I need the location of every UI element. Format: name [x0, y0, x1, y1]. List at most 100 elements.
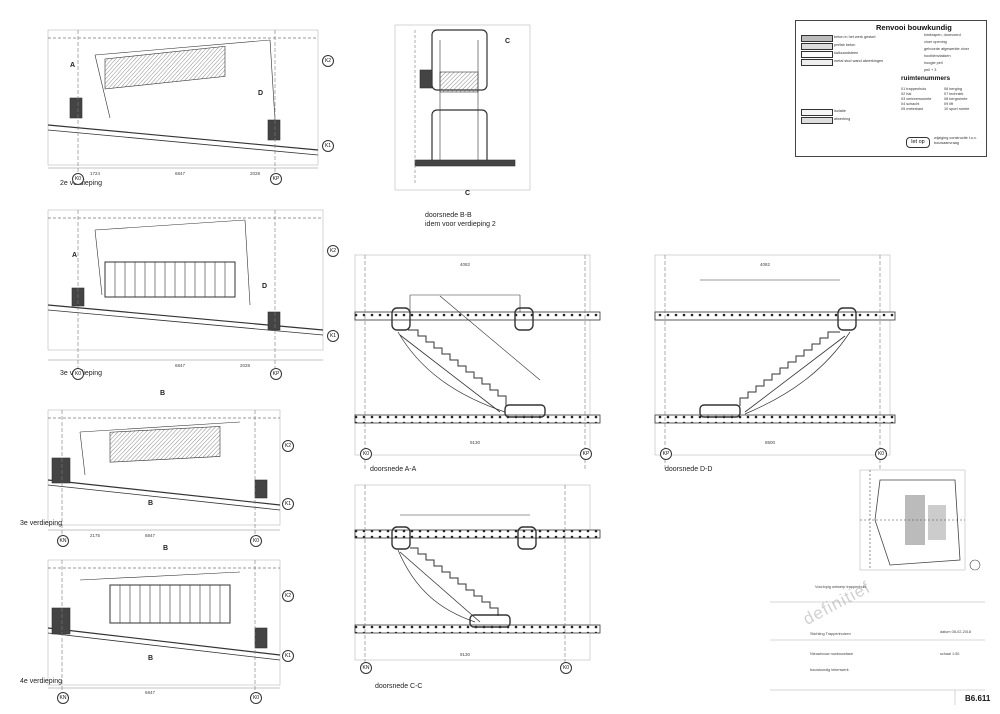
- legend-title: Renvooi bouwkundig: [876, 23, 952, 32]
- grid-bubble-k2: K2: [282, 440, 294, 452]
- grid-bubble-k2: K2: [322, 55, 334, 67]
- grid-bubble-kp: KP: [660, 448, 672, 460]
- grid-bubble-k0: K0: [360, 448, 372, 460]
- plan-2e-verdieping: [47, 29, 319, 175]
- legend-item: kimkrapen, doorvoerd: [924, 33, 961, 37]
- legend-item: isolatie: [834, 109, 846, 113]
- plan-3e-verdieping-a: [47, 209, 324, 368]
- section-a-a: [354, 254, 601, 470]
- grid-bubble-k0: K0: [72, 173, 84, 185]
- legend-item: kalkzandsteen: [834, 51, 859, 55]
- legend-item: hoogte peil: [924, 61, 943, 65]
- legend-ruimte-title: ruimtenummers: [901, 75, 951, 82]
- legend-item: gehoorde afgewerkte vloer: [924, 47, 969, 51]
- title-block-line: Stichting Trappenhuizen: [810, 632, 851, 636]
- view-label-section-bb: doorsnede B-B: [425, 212, 472, 219]
- grid-bubble-kn: KN: [360, 662, 372, 674]
- plan-3e-verdieping-b: [47, 409, 281, 538]
- section-mark-c: C: [465, 190, 471, 197]
- section-mark-c: C: [505, 38, 511, 45]
- stair-treads-plan-3e: [104, 261, 236, 298]
- key-plan: [859, 469, 981, 571]
- legend-swatch: [801, 43, 833, 50]
- grid-bubble-k1: K1: [282, 498, 294, 510]
- legend-letop-note: wijziging constructie t.o.v. bouwaanvraa…: [934, 136, 977, 145]
- grid-bubble-kn: KN: [57, 692, 69, 704]
- grid-bubble-k0: K0: [250, 692, 262, 704]
- legend-swatch: [801, 59, 833, 66]
- dimension-text: 2175: [90, 533, 101, 538]
- legend-item: afwerking: [834, 117, 851, 121]
- section-mark-b: B: [163, 545, 169, 552]
- grid-bubble-k0: K0: [560, 662, 572, 674]
- legend-swatch: [801, 51, 833, 58]
- view-label-section-aa: doorsnede A-A: [370, 466, 417, 473]
- dimension-text: 2028: [250, 171, 261, 176]
- legend-ruimte-row: 07 techniek: [944, 92, 964, 96]
- dimension-text: 2028: [240, 363, 251, 368]
- legend-letop-badge: let op: [906, 137, 930, 148]
- dimension-text: 6847: [145, 690, 156, 695]
- grid-bubble-k1: K1: [327, 330, 339, 342]
- section-mark-a: A: [70, 62, 76, 69]
- legend-swatch: [801, 35, 833, 42]
- grid-bubble-k0: K0: [250, 535, 262, 547]
- grid-bubble-kp: KP: [580, 448, 592, 460]
- dimension-text: 4082: [460, 262, 471, 267]
- grid-bubble-k0: K0: [875, 448, 887, 460]
- title-block-line: Voorlopig ontwerp trappenhuis: [815, 585, 867, 589]
- title-block-line: datum 08-02-2018: [940, 630, 972, 634]
- stair-treads-plan-4e: [109, 584, 231, 624]
- legend-ruimte-row: 04 schacht: [901, 102, 920, 106]
- dimension-text: 8500: [765, 440, 776, 445]
- legend-ruimte-row: 08 bergruimte: [944, 97, 968, 101]
- section-mark-a: A: [72, 252, 78, 259]
- section-mark-d: D: [258, 90, 264, 97]
- plan-4e-verdieping: [47, 559, 281, 695]
- legend-box: Renvooi bouwkundig beton in het werk ges…: [795, 20, 987, 157]
- dimension-text: 4082: [760, 262, 771, 267]
- legend-ruimte-row: 10 sport ruimte: [944, 107, 970, 111]
- dimension-text: 6847: [145, 533, 156, 538]
- title-block-lines: [770, 601, 985, 705]
- legend-ruimte-row: 06 berging: [944, 87, 962, 91]
- section-c-c: [354, 484, 601, 670]
- view-label-section-dd: doorsnede D-D: [665, 466, 713, 473]
- view-label-section-cc: doorsnede C-C: [375, 683, 423, 690]
- grid-bubble-k1: K1: [282, 650, 294, 662]
- section-mark-b: B: [148, 655, 154, 662]
- grid-bubble-k2: K2: [327, 245, 339, 257]
- legend-item: vloer opening: [924, 40, 947, 44]
- grid-bubble-k2: K2: [282, 590, 294, 602]
- legend-ruimte-row: 05 meterkast: [901, 107, 923, 111]
- section-mark-b: B: [160, 390, 166, 397]
- legend-ruimte-row: 01 trappenhuis: [901, 87, 927, 91]
- dimension-text: 9130: [460, 652, 471, 657]
- legend-item: prefab beton: [834, 43, 856, 47]
- legend-ruimte-row: 09 lift: [944, 102, 954, 106]
- view-note-section-bb: idem voor verdieping 2: [425, 221, 496, 228]
- dimension-text: 6847: [175, 363, 186, 368]
- sheet-number: B6.611: [965, 694, 991, 703]
- legend-ruimte-row: 02 hal: [901, 92, 912, 96]
- legend-item: hoofdenvlakken: [924, 54, 951, 58]
- section-mark-b: B: [148, 500, 154, 507]
- dimension-text: 6847: [175, 171, 186, 176]
- grid-bubble-k0: K0: [72, 368, 84, 380]
- section-b-b: [394, 24, 531, 191]
- dimension-text: 1724: [90, 171, 101, 176]
- view-label-4e: 4e verdieping: [20, 678, 63, 685]
- section-d-d: [654, 254, 896, 470]
- dimension-text: 9130: [470, 440, 481, 445]
- grid-bubble-kp: KP: [270, 368, 282, 380]
- legend-item: peil + 3: [924, 68, 937, 72]
- title-block-line: schaal 1:50: [940, 652, 960, 656]
- legend-item: metal stud wand afwerkingen: [834, 59, 884, 63]
- section-mark-d: D: [262, 283, 268, 290]
- title-block-line: bouwkundig tekenwerk: [810, 668, 849, 672]
- legend-item: beton in het werk gestort: [834, 35, 876, 39]
- grid-bubble-kn: KN: [57, 535, 69, 547]
- title-block-line: Nieuwbouw ruwbouwfase: [810, 652, 854, 656]
- legend-ruimte-row: 03 verkeersruimte: [901, 97, 932, 101]
